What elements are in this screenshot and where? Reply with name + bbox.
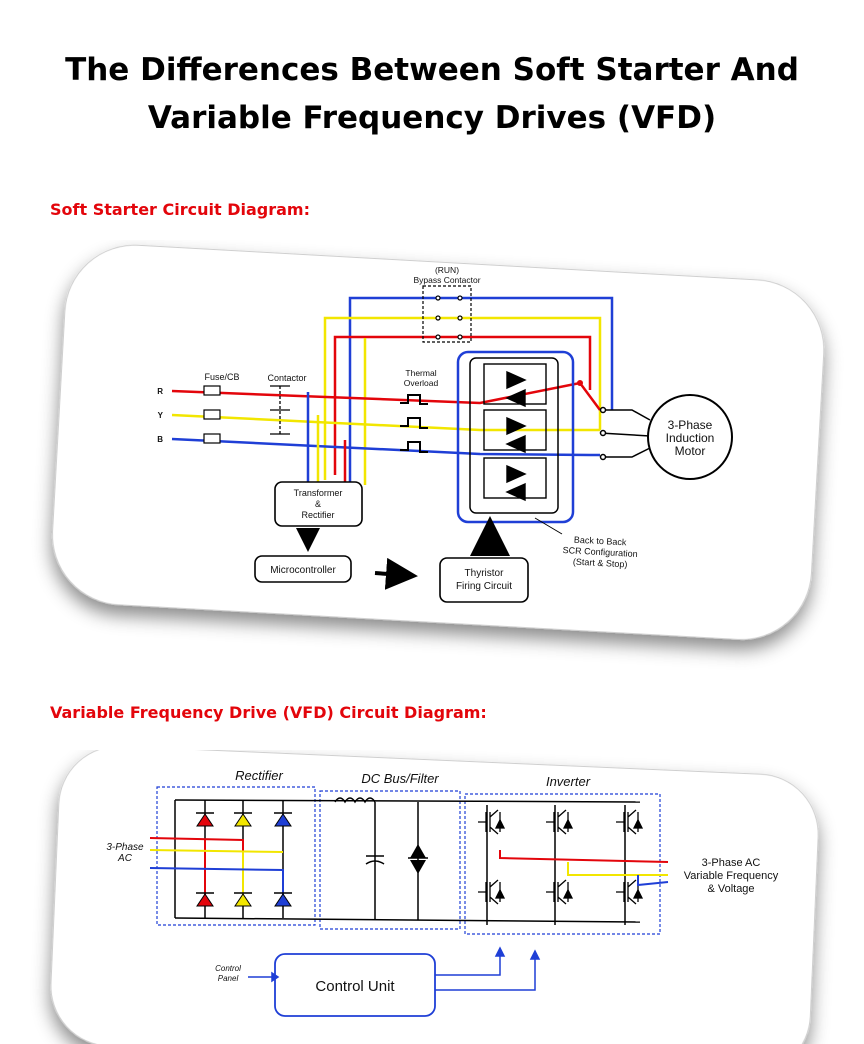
microcontroller-box (254, 555, 352, 583)
phase-lines (171, 381, 602, 485)
vfd-input-lines (149, 837, 284, 900)
thermal-overload-symbols (400, 394, 428, 453)
motor-label-3: Motor (675, 444, 706, 458)
control-unit-label: Control Unit (315, 978, 395, 995)
scr-label-1: Back to Back (574, 535, 627, 548)
arrow-right (374, 557, 418, 590)
bypass-contactor-label: Bypass Contactor (413, 275, 480, 285)
dc-zener (408, 844, 428, 874)
phase-r-label: R (157, 387, 163, 396)
transformer-label-1: Transformer (294, 488, 343, 498)
page-title-line-1: The Differences Between Soft Starter And (65, 52, 799, 88)
rectifier-diodes (196, 812, 292, 907)
motor-connections (599, 406, 651, 461)
fuse-label: Fuse/CB (204, 372, 239, 382)
vfd-output-lines (499, 850, 669, 887)
motor-label-1: 3-Phase (668, 418, 713, 432)
soft-starter-card (52, 244, 825, 640)
inverter-igbts (478, 809, 644, 905)
firing-label-1: Thyristor (465, 568, 505, 579)
scr-label-2: SCR Configuration (562, 545, 637, 559)
output-label-3: & Voltage (707, 883, 754, 895)
output-label-2: Variable Frequency (684, 870, 779, 882)
microcontroller-label: Microcontroller (270, 565, 336, 576)
vfd-diagram: Rectifier DC Bus/Filter Inverter 3-Phase… (50, 750, 819, 1044)
contactor-label: Contactor (267, 373, 306, 383)
motor-circle (647, 394, 733, 480)
run-label: (RUN) (435, 265, 459, 275)
vfd-heading: Variable Frequency Drive (VFD) Circuit D… (50, 703, 487, 722)
input-label-1: 3-Phase (106, 842, 144, 853)
phase-y-label: Y (158, 411, 164, 420)
dcbus-label: DC Bus/Filter (361, 771, 439, 786)
scr-label-3: (Start & Stop) (573, 557, 628, 570)
control-panel-label-2: Panel (218, 974, 239, 983)
thermal-label: Thermal (405, 368, 436, 378)
scr-module-inner (469, 357, 559, 514)
section-boxes (156, 786, 661, 935)
scr-module-outer (456, 350, 575, 524)
input-label-2: AC (117, 853, 133, 864)
bypass-contactor-box (422, 285, 472, 343)
contactor-switches (270, 385, 290, 435)
fuses (203, 385, 221, 444)
control-wires (248, 946, 541, 991)
firing-label-2: Firing Circuit (456, 581, 512, 592)
phase-b-label: B (157, 435, 163, 444)
inverter-label: Inverter (546, 774, 591, 789)
transformer-box (274, 481, 363, 527)
transformer-label-2: & (315, 499, 321, 509)
transformer-label-3: Rectifier (301, 510, 334, 520)
dc-capacitor (365, 855, 385, 865)
soft-starter-diagram: (RUN) Bypass Contactor Fuse/CB Contactor… (52, 244, 825, 640)
dc-inductor (334, 797, 376, 804)
scr-thyristors (483, 363, 547, 502)
firing-circuit-box (439, 557, 529, 603)
rectifier-label: Rectifier (235, 768, 283, 783)
motor-label-2: Induction (666, 431, 715, 445)
output-label-1: 3-Phase AC (702, 857, 761, 869)
control-unit-box (274, 953, 436, 1017)
overload-label: Overload (404, 378, 439, 388)
soft-starter-heading: Soft Starter Circuit Diagram: (50, 200, 310, 219)
control-panel-label-1: Control (215, 964, 241, 973)
page-title-line-2: Variable Frequency Drives (VFD) (147, 100, 717, 136)
